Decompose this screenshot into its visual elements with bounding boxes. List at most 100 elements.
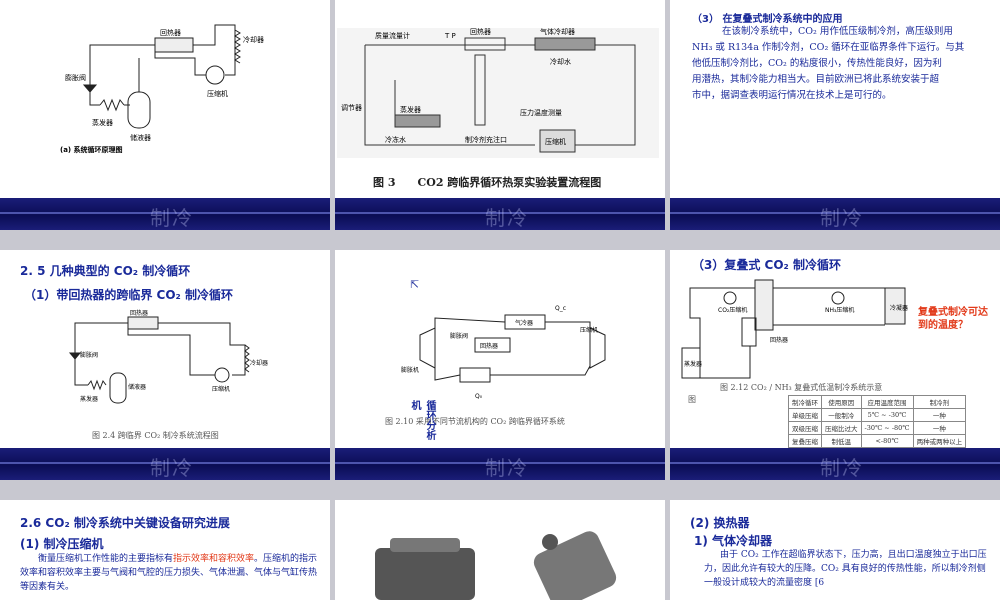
table-header: 应用温度范围 — [860, 395, 914, 409]
flow-label: 质量流量计 — [375, 31, 410, 40]
comp-label: 压缩机 — [212, 385, 230, 393]
co2c-label: CO₂压缩机 — [718, 306, 747, 314]
hx-label: 回热器 — [480, 342, 498, 350]
s7-title: 2.6 CO₂ 制冷系统中关键设备研究进展 — [20, 516, 230, 530]
s6-fig: 图 — [688, 395, 696, 404]
evap-label: 蒸发器 — [80, 395, 98, 403]
slide-cycle-principle[interactable]: 回热器 冷却器 压缩机 膨胀阀 蒸发器 储液器 (a) 系统循环原理图 — [0, 0, 330, 198]
table-cell: 5℃ ~ -30℃ — [860, 408, 914, 422]
hx-label: 回热器 — [160, 28, 181, 37]
table-header-row: 制冷循环 使用原因 应用温度范围 制冷剂 — [788, 395, 967, 409]
hx-label: 回热器 — [470, 27, 491, 36]
slide-test-rig[interactable]: 质量流量计 T P 回热器 气体冷却器 冷却水 调节器 蒸发器 冷冻水 压力温度… — [335, 0, 665, 198]
reg-label: 调节器 — [341, 103, 362, 112]
s6-question: 复叠式制冷可达到的温度？ — [918, 307, 988, 331]
s3-line: 他低压制冷剂比，CO₂ 的粘度很小，传热性能良好，因为利 — [692, 58, 942, 69]
title-band: 制冷 — [670, 448, 1000, 480]
s4-title1: 2. 5 几种典型的 CO₂ 制冷循环 — [20, 264, 191, 278]
hx-label: 回热器 — [130, 309, 148, 317]
title-band: 制冷 — [0, 198, 330, 230]
s3-line: NH₃ 或 R134a 作制冷剂，CO₂ 循环在亚临界条件下运行。与其 — [692, 42, 965, 53]
band-watermark: 制冷 — [820, 206, 864, 230]
slide-cascade-cycle[interactable]: （3）复叠式 CO₂ 制冷循环 CO₂压缩机 NH₃压缩机 冷凝器 蒸发器 回热… — [670, 250, 1000, 448]
fw-label: 冷冻水 — [385, 135, 406, 144]
table-cell: 复叠压缩 — [788, 434, 822, 448]
sep-label: 储液器 — [130, 133, 151, 142]
sep-label: 储液器 — [128, 383, 146, 391]
slide-typical-cycles[interactable]: 2. 5 几种典型的 CO₂ 制冷循环 （1）带回热器的跨临界 CO₂ 制冷循环… — [0, 250, 330, 448]
cycle-diagram: 回热器 冷却器 压缩机 膨胀阀 蒸发器 储液器 (a) 系统循环原理图 — [60, 24, 264, 154]
s6-title: （3）复叠式 CO₂ 制冷循环 — [692, 258, 841, 272]
table-row: 单级压缩 一般制冷 5℃ ~ -30℃ 一种 — [788, 408, 967, 422]
evap-label: 蒸发器 — [92, 118, 113, 127]
cycle-table: 制冷循环 使用原因 应用温度范围 制冷剂 单级压缩 一般制冷 5℃ ~ -30℃… — [788, 395, 967, 448]
comp-label: 压缩机 — [580, 326, 598, 334]
exp-label: 膨胀阀 — [65, 73, 86, 82]
s3-line: 用潜热，其制冷能力相当大。目前欧洲已将此系统安装于超 — [692, 74, 940, 85]
table-row: 双级压缩 压缩比过大 -30℃ ~ -80℃ 一种 — [788, 421, 967, 435]
qc-label: Q_c — [555, 305, 566, 312]
title-band: 制冷 — [335, 198, 665, 230]
slide-key-equipment[interactable]: 2.6 CO₂ 制冷系统中关键设备研究进展 (1) 制冷压缩机 衡量压缩机工作性… — [0, 500, 330, 600]
slide-throttling-cycles[interactable]: ⇱ 膨胀阀 气冷器 回热器 压缩机 膨胀机 Q_c Q₀ 图 2.10 采用不同… — [335, 250, 665, 448]
title-band: 制冷 — [335, 448, 665, 480]
press-label: 压力温度测量 — [520, 108, 562, 117]
cond-label: 冷凝器 — [890, 304, 908, 312]
s5-caption: 图 2.10 采用不同节流机构的 CO₂ 跨临界循环系统 — [385, 417, 565, 426]
s7-paragraph: 衡量压缩机工作性能的主要指标有指示效率和容积效率。压缩机的指示效率和容积效率主要… — [20, 552, 320, 594]
band-watermark: 制冷 — [820, 456, 864, 480]
q0-label: Q₀ — [475, 393, 483, 400]
expander-label: 膨胀机 — [401, 366, 419, 374]
s1-caption: (a) 系统循环原理图 — [60, 145, 123, 154]
gc-label: 冷却器 — [243, 35, 264, 44]
evap-label: 蒸发器 — [400, 105, 421, 114]
table-cell: <-80℃ — [860, 434, 914, 448]
s9-sub: 1) 气体冷却器 — [694, 534, 773, 548]
test-rig-diagram: 质量流量计 T P 回热器 气体冷却器 冷却水 调节器 蒸发器 冷冻水 压力温度… — [337, 27, 659, 158]
charge-label: 制冷剂充注口 — [465, 135, 507, 144]
s7-text: 。压缩机的指示效率和容积效率主要与气阀和气腔的压力损失、气体泄漏、气体与气缸传热… — [20, 554, 318, 592]
exp-label: 膨胀阀 — [450, 332, 468, 340]
band-watermark: 制冷 — [485, 206, 529, 230]
cw-label: 冷却水 — [550, 57, 571, 66]
s3-line: 市中，据调查表明运行情况在技术上是可行的。 — [692, 90, 892, 101]
gc-label: 冷却器 — [250, 359, 268, 367]
s3-line: 在该制冷系统中，CO₂ 用作低压级制冷剂，高压级则用 — [722, 26, 953, 37]
s2-caption: 图 3 CO2 跨临界循环热泵实验装置流程图 — [373, 176, 602, 189]
band-watermark: 制冷 — [150, 456, 194, 480]
slide-compressor-photos[interactable] — [335, 500, 665, 600]
s3-body: 在该制冷系统中，CO₂ 用作低压级制冷剂，高压级则用 NH₃ 或 R134a 作… — [692, 24, 987, 104]
s4-title2: （1）带回热器的跨临界 CO₂ 制冷循环 — [24, 288, 233, 302]
s3-heading: （3） 在复叠式制冷系统中的应用 — [692, 14, 843, 25]
band-watermark: 制冷 — [150, 206, 194, 230]
recuperator-cycle-diagram: 回热器 冷却器 压缩机 膨胀阀 蒸发器 储液器 — [68, 309, 268, 404]
cursor-arrow-icon: ⇱ — [410, 278, 420, 291]
cascade-diagram: CO₂压缩机 NH₃压缩机 冷凝器 蒸发器 回热器 — [681, 279, 908, 379]
gc-label: 气冷器 — [515, 319, 533, 327]
s7-highlight: 指示效率和容积效率 — [173, 554, 255, 564]
s9-paragraph: 由于 CO₂ 工作在超临界状态下，压力高，且出口温度独立于出口压力，因此允许有较… — [704, 550, 987, 588]
s4-caption: 图 2.4 跨临界 CO₂ 制冷系统流程图 — [92, 431, 219, 440]
table-cell: 一种 — [912, 408, 967, 422]
table-cell: -30℃ ~ -80℃ — [860, 421, 914, 435]
title-band: 制冷 — [670, 198, 1000, 230]
slide-heat-exchanger[interactable]: (2) 换热器 1) 气体冷却器 由于 CO₂ 工作在超临界状态下，压力高，且出… — [670, 500, 1000, 600]
table-cell: 压缩比过大 — [821, 421, 862, 435]
comp-label: 压缩机 — [207, 89, 228, 98]
throttling-cycle-diagram: 膨胀阀 气冷器 回热器 压缩机 膨胀机 Q_c Q₀ — [401, 305, 606, 400]
s7-text: 衡量压缩机工作性能的主要指标有 — [38, 554, 174, 564]
table-cell: 一般制冷 — [821, 408, 862, 422]
exp-label: 膨胀阀 — [80, 351, 98, 359]
comp-label: 压缩机 — [545, 137, 566, 146]
table-row: 复叠压缩 制低温 <-80℃ 两种或两种以上 — [788, 434, 967, 448]
table-cell: 制低温 — [821, 434, 862, 448]
s5-vertical-text: 循环分析机 — [409, 400, 435, 440]
nh3c-label: NH₃压缩机 — [825, 306, 854, 314]
table-header: 使用原因 — [821, 395, 862, 409]
s9-title: (2) 换热器 — [690, 516, 750, 530]
band-watermark: 制冷 — [485, 456, 529, 480]
slide-cascade-application[interactable]: （3） 在复叠式制冷系统中的应用 在该制冷系统中，CO₂ 用作低压级制冷剂，高压… — [670, 0, 1000, 198]
table-header: 制冷循环 — [788, 395, 822, 409]
table-cell: 两种或两种以上 — [912, 434, 967, 448]
compressor-photo-image — [375, 531, 617, 600]
